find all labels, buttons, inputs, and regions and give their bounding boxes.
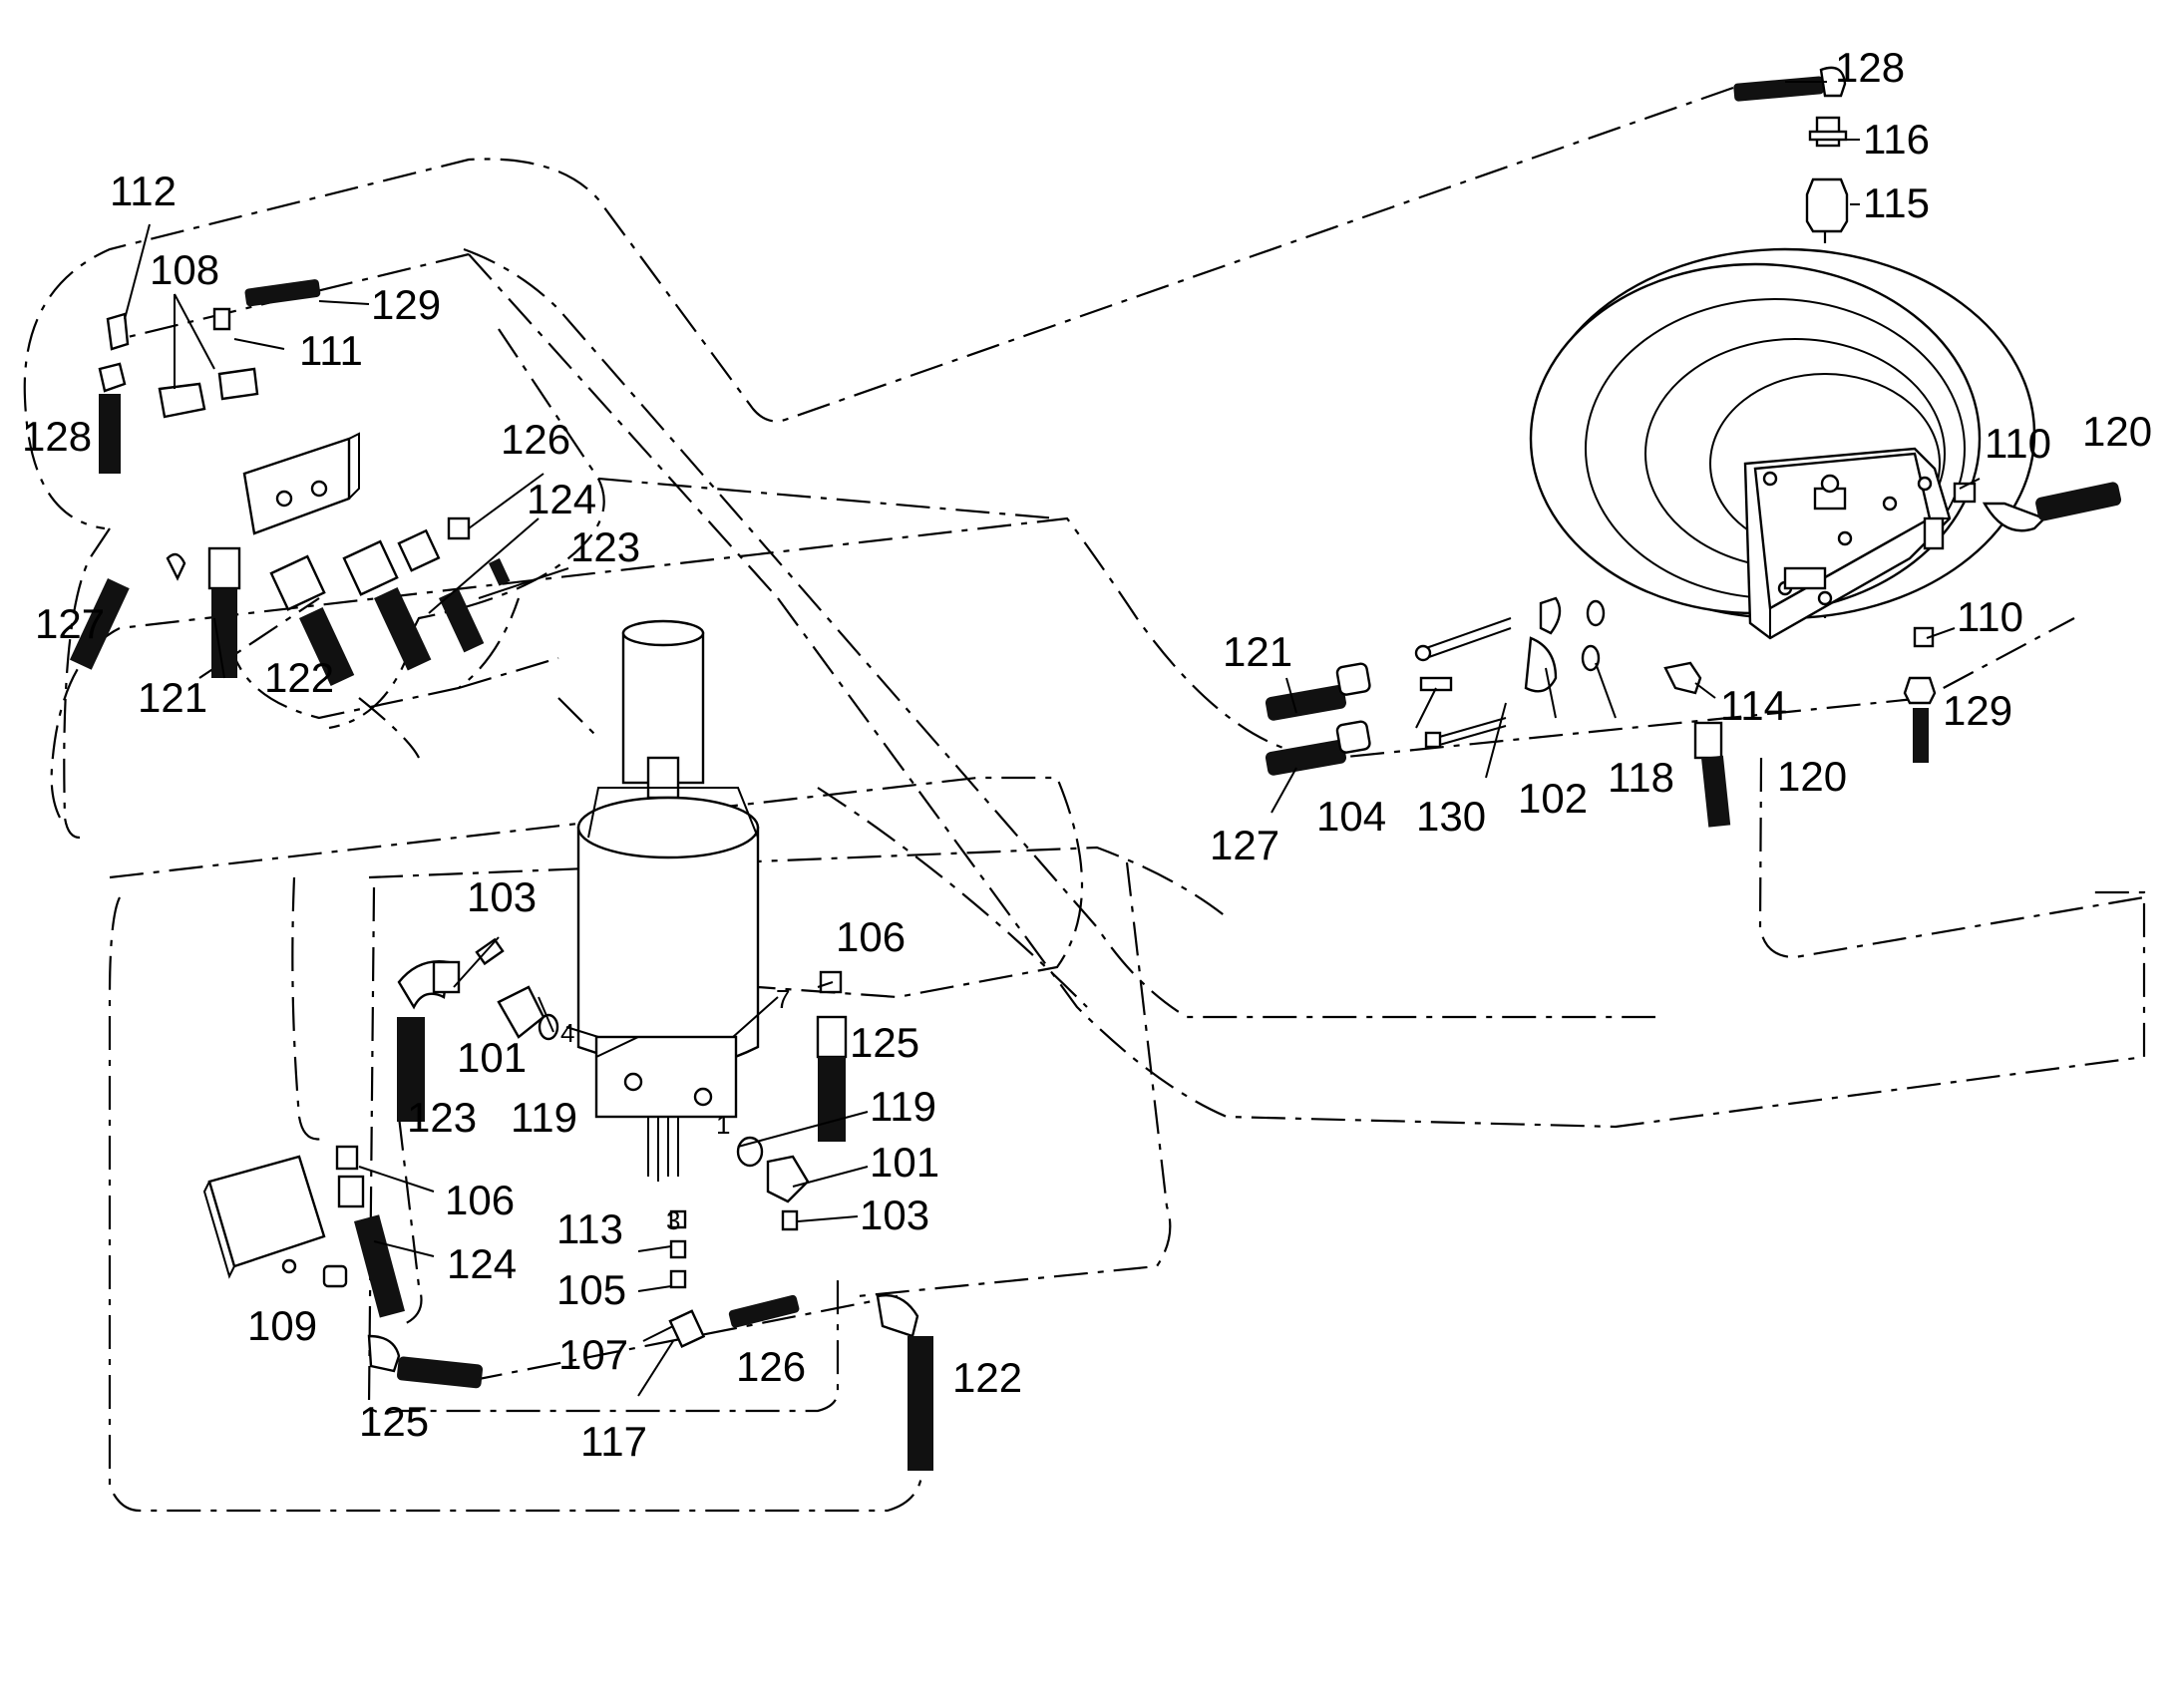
label-112: 112 [110,168,177,214]
label-118: 118 [1608,754,1674,801]
leader-lines [124,81,1981,1397]
label-107: 107 [558,1331,628,1378]
label-1: 1 [716,1110,730,1140]
label-104: 104 [1316,793,1386,840]
label-110-lower: 110 [1957,593,2023,640]
label-124-upper: 124 [527,476,596,522]
label-123-lower: 123 [407,1094,477,1141]
label-123-upper: 123 [570,523,640,570]
label-122-lower: 122 [952,1354,1022,1401]
label-106-upper: 106 [836,913,906,960]
central-pump [576,619,760,1182]
routing-lines [23,86,2146,1513]
label-108: 108 [150,246,219,293]
label-129-left: 129 [371,281,441,328]
label-7: 7 [776,984,790,1014]
label-127-right: 127 [1210,822,1279,868]
label-101-lower: 101 [870,1139,939,1186]
label-3: 3 [666,1205,680,1235]
label-120-right: 120 [2082,408,2152,455]
label-120-lower: 120 [1777,753,1847,800]
label-121-right: 121 [1223,628,1292,675]
lower-fittings [202,937,933,1471]
label-4: 4 [560,1018,574,1048]
label-119-upper: 119 [511,1094,577,1141]
label-126-upper: 126 [501,416,570,463]
label-130: 130 [1416,793,1486,840]
label-110-upper: 110 [1985,420,2051,467]
wheel-motor-assembly [1529,247,2036,640]
label-122-upper: 122 [264,654,334,701]
label-103-upper: 103 [467,873,537,920]
label-119-lower: 119 [870,1083,936,1130]
label-116: 116 [1863,116,1930,163]
label-125-lower: 125 [359,1398,429,1445]
label-121-left: 121 [138,674,207,721]
label-128-top: 128 [1835,44,1905,91]
label-117: 117 [580,1418,647,1465]
left-bracket-assembly [69,279,511,686]
label-105: 105 [556,1266,626,1313]
label-114: 114 [1720,682,1787,729]
label-126-lower: 126 [736,1343,806,1390]
label-106-lower: 106 [445,1177,515,1223]
label-129-right: 129 [1943,687,2012,734]
label-101-upper: 101 [457,1034,527,1081]
top-fitting-stack [1733,66,1849,233]
label-102: 102 [1518,775,1588,822]
label-103-lower: 103 [860,1192,929,1238]
label-128-left: 128 [22,413,92,460]
label-127-left: 127 [35,600,105,647]
label-111: 111 [299,327,363,374]
label-109: 109 [247,1302,317,1349]
part-labels: 128 116 115 110 120 110 114 129 120 118 … [22,44,2152,1465]
label-113: 113 [556,1205,623,1252]
label-115: 115 [1863,179,1930,226]
right-fittings [1265,482,2122,828]
label-125-upper: 125 [850,1019,919,1066]
label-124-lower: 124 [447,1240,517,1287]
